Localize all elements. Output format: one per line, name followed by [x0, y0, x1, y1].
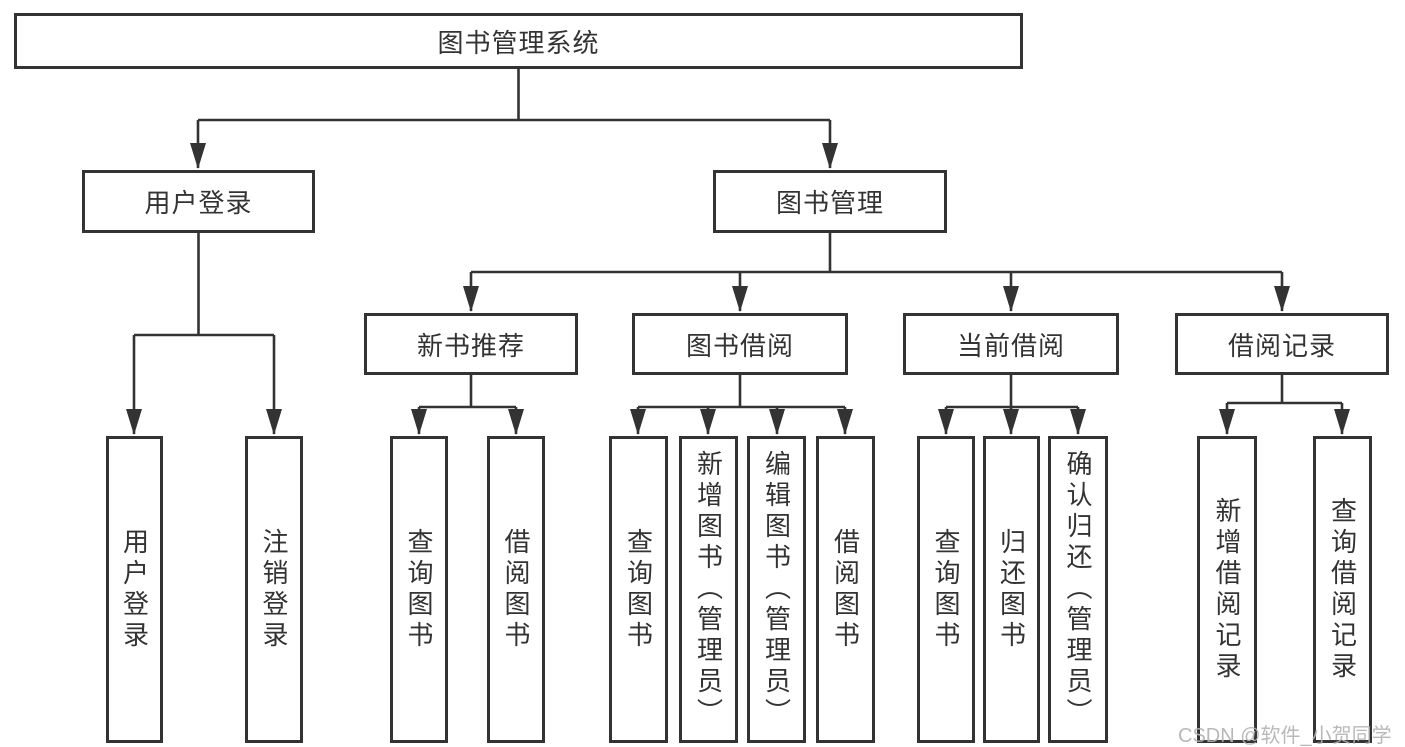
- leaf-confirm-return-admin: 确认归还（管理员）: [1048, 436, 1108, 743]
- leaf-label: 借阅图书: [501, 527, 531, 652]
- node-label: 当前借阅: [956, 330, 1065, 361]
- node-book-borrow: 图书借阅: [632, 313, 848, 375]
- leaf-label: 查询图书: [404, 527, 434, 652]
- leaf-add-borrow-record: 新增借阅记录: [1197, 436, 1257, 743]
- leaf-label: 查询图书: [623, 527, 654, 652]
- leaf-query-books-recommend: 查询图书: [390, 436, 448, 743]
- connector-root-to-level2: [190, 69, 838, 169]
- leaf-borrow-books: 借阅图书: [816, 436, 875, 743]
- node-user-login: 用户登录: [82, 170, 315, 233]
- leaf-label: 查询借阅记录: [1327, 496, 1358, 683]
- connector-borrow-records-children: [1219, 375, 1350, 435]
- connector-book-management-children: [463, 233, 1290, 312]
- connector-book-borrow-children: [630, 375, 853, 435]
- leaf-label: 用户登录: [119, 527, 150, 652]
- node-label: 图书借阅: [685, 330, 794, 361]
- node-label: 图书管理: [775, 188, 884, 218]
- leaf-label: 新增借阅记录: [1212, 496, 1242, 683]
- node-label: 用户登录: [144, 188, 253, 218]
- leaf-query-books-current: 查询图书: [917, 436, 975, 743]
- leaf-user-login: 用户登录: [106, 436, 163, 743]
- leaf-query-borrow-record: 查询借阅记录: [1313, 436, 1372, 743]
- connector-user-login-children: [126, 233, 282, 435]
- csdn-watermark: CSDN @软件_小贺同学: [1178, 725, 1392, 747]
- leaf-label: 注销登录: [259, 527, 289, 652]
- leaf-label: 确认归还（管理员）: [1063, 450, 1093, 729]
- leaf-borrow-books-recommend: 借阅图书: [487, 436, 545, 743]
- node-current-borrow: 当前借阅: [903, 313, 1119, 375]
- node-label: 新书推荐: [416, 330, 525, 361]
- leaf-query-books-borrow: 查询图书: [609, 436, 668, 743]
- leaf-label: 编辑图书（管理员）: [761, 450, 792, 729]
- leaf-return-books: 归还图书: [983, 436, 1040, 743]
- leaf-label: 查询图书: [931, 527, 961, 652]
- leaf-logout: 注销登录: [245, 436, 303, 743]
- node-library-management-system: 图书管理系统: [14, 13, 1023, 69]
- connector-current-borrow-children: [938, 375, 1086, 435]
- connector-new-book-children: [411, 375, 524, 435]
- node-book-management: 图书管理: [713, 170, 947, 233]
- leaf-add-books-admin: 新增图书（管理员）: [679, 436, 738, 743]
- node-label: 图书管理系统: [437, 27, 600, 58]
- node-borrow-records: 借阅记录: [1175, 313, 1389, 375]
- node-label: 借阅记录: [1227, 330, 1336, 361]
- leaf-label: 归还图书: [996, 527, 1027, 652]
- leaf-edit-books-admin: 编辑图书（管理员）: [747, 436, 806, 743]
- leaf-label: 借阅图书: [830, 527, 861, 652]
- node-new-book-recommend: 新书推荐: [364, 313, 578, 375]
- leaf-label: 新增图书（管理员）: [693, 450, 724, 729]
